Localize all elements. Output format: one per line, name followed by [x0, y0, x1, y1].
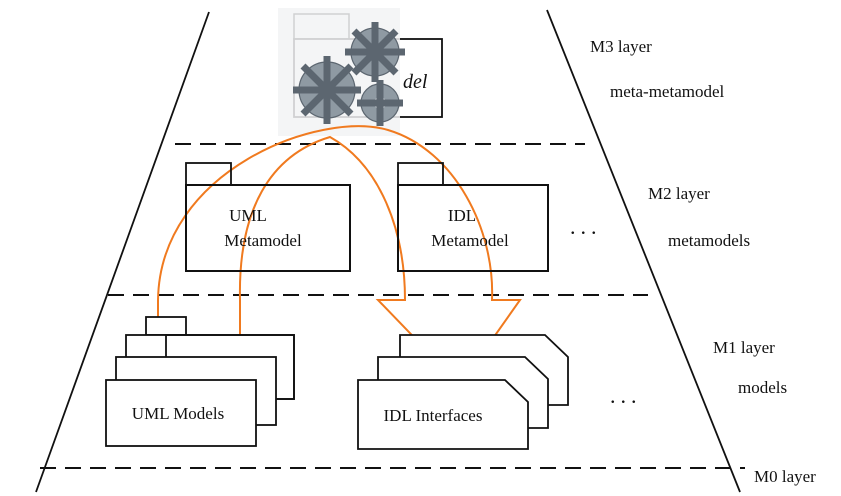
m1-layer-caption: models — [738, 378, 787, 397]
uml-models-label: UML Models — [132, 404, 224, 423]
m1-ellipsis: ... — [610, 383, 642, 408]
idl-metamodel-line1: IDL — [448, 206, 476, 225]
m1-layer-name: M1 layer — [713, 338, 775, 357]
m3-layer-caption: meta-metamodel — [610, 82, 725, 101]
idl-metamodel-package: IDL Metamodel — [397, 162, 549, 272]
m3-box-text-fragment: del — [403, 71, 428, 93]
m3-layer-name: M3 layer — [590, 37, 652, 56]
transformation-arrow — [157, 125, 522, 387]
m2-layer-caption: metamodels — [668, 231, 750, 250]
idl-interfaces-label: IDL Interfaces — [384, 406, 483, 425]
pyramid-right-edge — [546, 9, 741, 493]
uml-metamodel-line2: Metamodel — [224, 231, 302, 250]
idl-interfaces-stack: IDL Interfaces — [357, 334, 569, 450]
m2-ellipsis: ... — [570, 214, 602, 239]
m2-layer-name: M2 layer — [648, 184, 710, 203]
uml-models-stack: UML Models — [105, 316, 295, 447]
pyramid-left-edge — [35, 11, 210, 493]
uml-metamodel-package: UML Metamodel — [185, 162, 351, 272]
gears-icon — [278, 8, 405, 136]
uml-metamodel-line1: UML — [229, 206, 267, 225]
idl-metamodel-line2: Metamodel — [431, 231, 509, 250]
m0-layer-name: M0 layer — [754, 467, 816, 486]
